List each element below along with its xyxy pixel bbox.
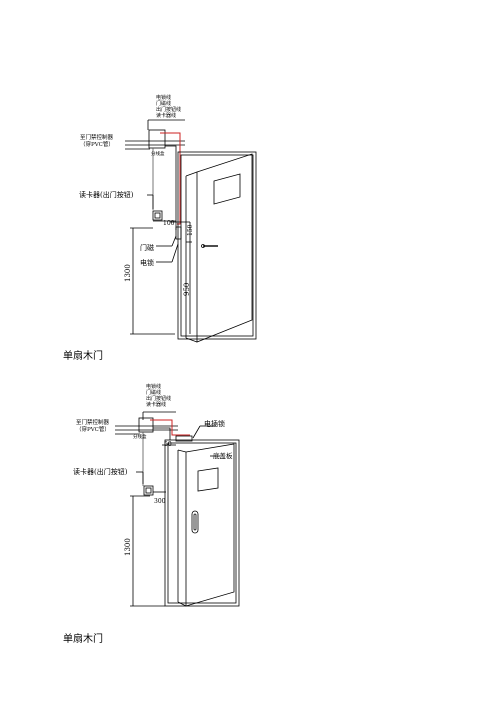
d1-wire-label-2: 出门按钮线 (156, 106, 181, 113)
electric-lock-1 (175, 226, 182, 240)
d2-dim-top: 50 (164, 441, 172, 448)
d1-controller-label-0: 至门禁控制器 (80, 133, 114, 141)
d2-dim-reader-offset: 300 (154, 498, 166, 505)
card-reader-2 (143, 485, 154, 496)
d2-controller-label-1: （穿PVC管） (76, 425, 110, 433)
d2-wire-label-2: 出门按钮线 (146, 395, 171, 402)
door-leaf-2 (185, 443, 235, 607)
d2-dim-reader-height: 1300 (124, 538, 132, 556)
d1-reader-label: 读卡器(出门按钮) (79, 190, 134, 199)
d1-dim-lock-offset: 150 (187, 224, 194, 236)
card-reader-1 (152, 210, 163, 221)
d2-wire-label-1: 门磁线 (146, 389, 161, 396)
door-window-2 (197, 467, 219, 492)
door-handle-2 (191, 510, 199, 534)
d2-controller-label-0: 至门禁控制器 (76, 418, 110, 426)
d2-lock-label: 电插锁 (204, 419, 225, 428)
d2-plate-label: 底盖板 (213, 451, 233, 460)
d2-wire-label-3: 读卡器线 (146, 401, 166, 408)
diagram-1-text: 电锁线 门磁线 出门按钮线 读卡器线 至门禁控制器 （穿PVC管） 分线盒 读卡… (79, 94, 194, 296)
d1-wire-label-3: 读卡器线 (156, 112, 176, 119)
d1-door-sensor-label: 门磁 (140, 243, 154, 252)
d1-wire-label-1: 门磁线 (156, 100, 171, 107)
junction-box-2 (138, 417, 154, 433)
d1-junction-label: 分线盒 (151, 150, 165, 157)
door-leaf-1 (196, 153, 253, 343)
d1-controller-label-1: （穿PVC管） (80, 140, 114, 148)
caption-1: 单扇木门 (63, 351, 103, 362)
d2-junction-label: 分线盒 (133, 433, 147, 440)
d1-dim-lock-height: 950 (183, 283, 191, 296)
door-frame-2 (164, 439, 240, 607)
d2-wire-label-0: 电锁线 (146, 383, 161, 390)
d1-dim-reader-offset: 100 (163, 220, 175, 227)
electric-bolt-lock-2 (175, 435, 193, 442)
diagram-1 (125, 119, 257, 343)
d1-wire-label-0: 电锁线 (156, 94, 171, 101)
d2-reader-label: 读卡器(出门按钮) (73, 467, 128, 476)
diagram-2-text: 电锁线 门磁线 出门按钮线 读卡器线 至门禁控制器 （穿PVC管） 分线盒 电插… (73, 383, 233, 556)
junction-box-1 (148, 129, 166, 149)
diagram-2 (115, 411, 240, 607)
door-window-1 (213, 173, 241, 205)
caption-2: 单扇木门 (63, 634, 103, 645)
d1-lock-label: 电锁 (140, 258, 154, 267)
d1-dim-reader-height: 1300 (124, 264, 132, 282)
door-frame-1 (177, 151, 257, 340)
